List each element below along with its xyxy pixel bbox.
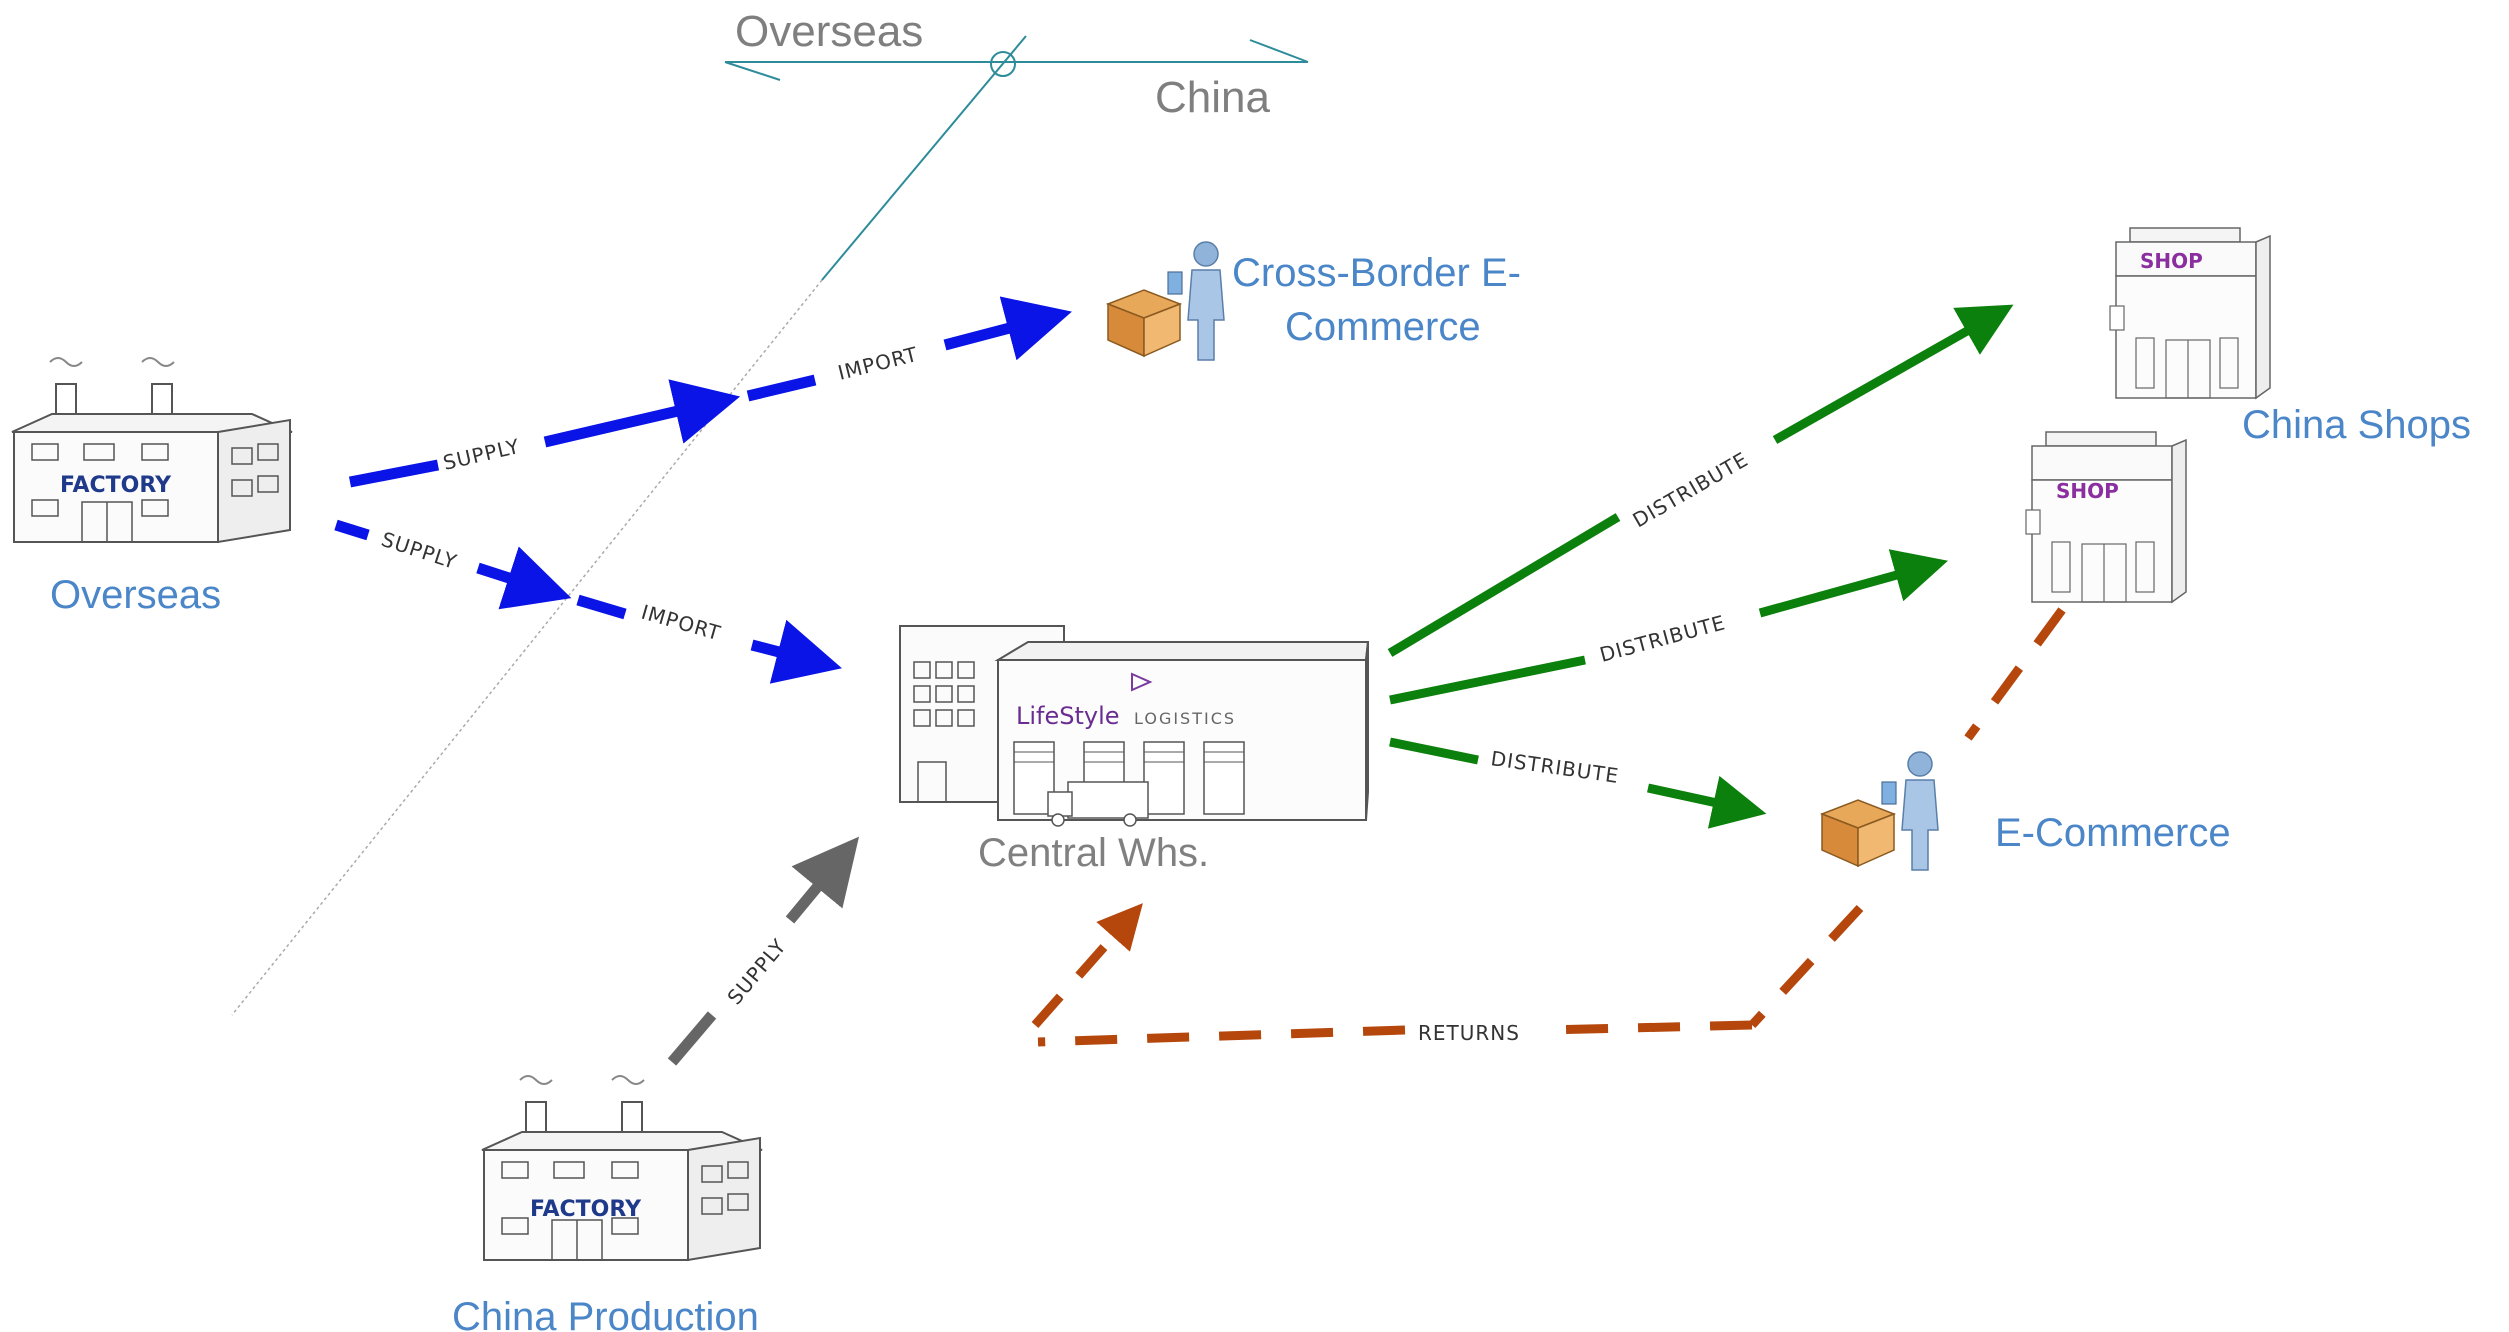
- shop-top-sign: SHOP: [2140, 249, 2203, 273]
- warehouse-icon: LifeStyle LOGISTICS: [899, 625, 1370, 827]
- flow-label-distribute-3: DISTRIBUTE: [1489, 746, 1620, 788]
- cross-border-label-line1: Cross-Border E-: [1232, 251, 1521, 295]
- flow-label-supply-1: SUPPLY: [441, 434, 523, 475]
- warehouse-label: Central Whs.: [978, 831, 1209, 875]
- warehouse-brand-main: LifeStyle: [1016, 702, 1120, 730]
- overseas-factory-label: Overseas: [50, 573, 221, 617]
- china-factory-label: China Production: [452, 1295, 759, 1332]
- border-label-china: China: [1155, 73, 1270, 122]
- china-shops-label: China Shops: [2242, 403, 2471, 447]
- shop-top-icon: SHOP: [2109, 227, 2271, 399]
- shop-mid-icon: SHOP: [2025, 431, 2187, 603]
- flow-china-supply: [667, 836, 860, 1066]
- flow-distribute-shop-top: [1387, 304, 2014, 657]
- flow-label-returns: RETURNS: [1418, 1021, 1520, 1045]
- flow-distribute-ecommerce: [1389, 737, 1767, 829]
- flow-distribute-shop-mid: [1389, 549, 1949, 705]
- overseas-factory-icon: FACTORY: [11, 357, 293, 543]
- cross-border-person-icon: [1107, 241, 1225, 361]
- flow-label-distribute-1: DISTRIBUTE: [1629, 447, 1753, 532]
- border-label-overseas: Overseas: [735, 7, 923, 56]
- ecommerce-label: E-Commerce: [1995, 811, 2231, 855]
- border-marker: [724, 35, 1309, 281]
- china-factory-sign: FACTORY: [530, 1197, 642, 1222]
- warehouse-brand-sub: LOGISTICS: [1134, 709, 1236, 728]
- flow-supply-import-cross-border: [348, 296, 1072, 488]
- flow-label-supply-2: SUPPLY: [378, 527, 460, 574]
- overseas-factory-sign: FACTORY: [60, 473, 172, 498]
- china-factory-icon: FACTORY: [481, 1075, 763, 1261]
- flow-label-distribute-2: DISTRIBUTE: [1597, 610, 1728, 667]
- ecommerce-person-icon: [1821, 751, 1939, 871]
- flow-label-supply-china: SUPPLY: [722, 934, 791, 1009]
- cross-border-label-line2: Commerce: [1285, 305, 1481, 349]
- flow-returns: [1031, 607, 2066, 1047]
- shop-mid-sign: SHOP: [2056, 479, 2119, 503]
- border-dotted-line: [231, 279, 823, 1016]
- flow-label-import-2: IMPORT: [639, 600, 724, 646]
- flow-label-import-1: IMPORT: [835, 342, 920, 385]
- flow-supply-import-warehouse: [334, 519, 842, 684]
